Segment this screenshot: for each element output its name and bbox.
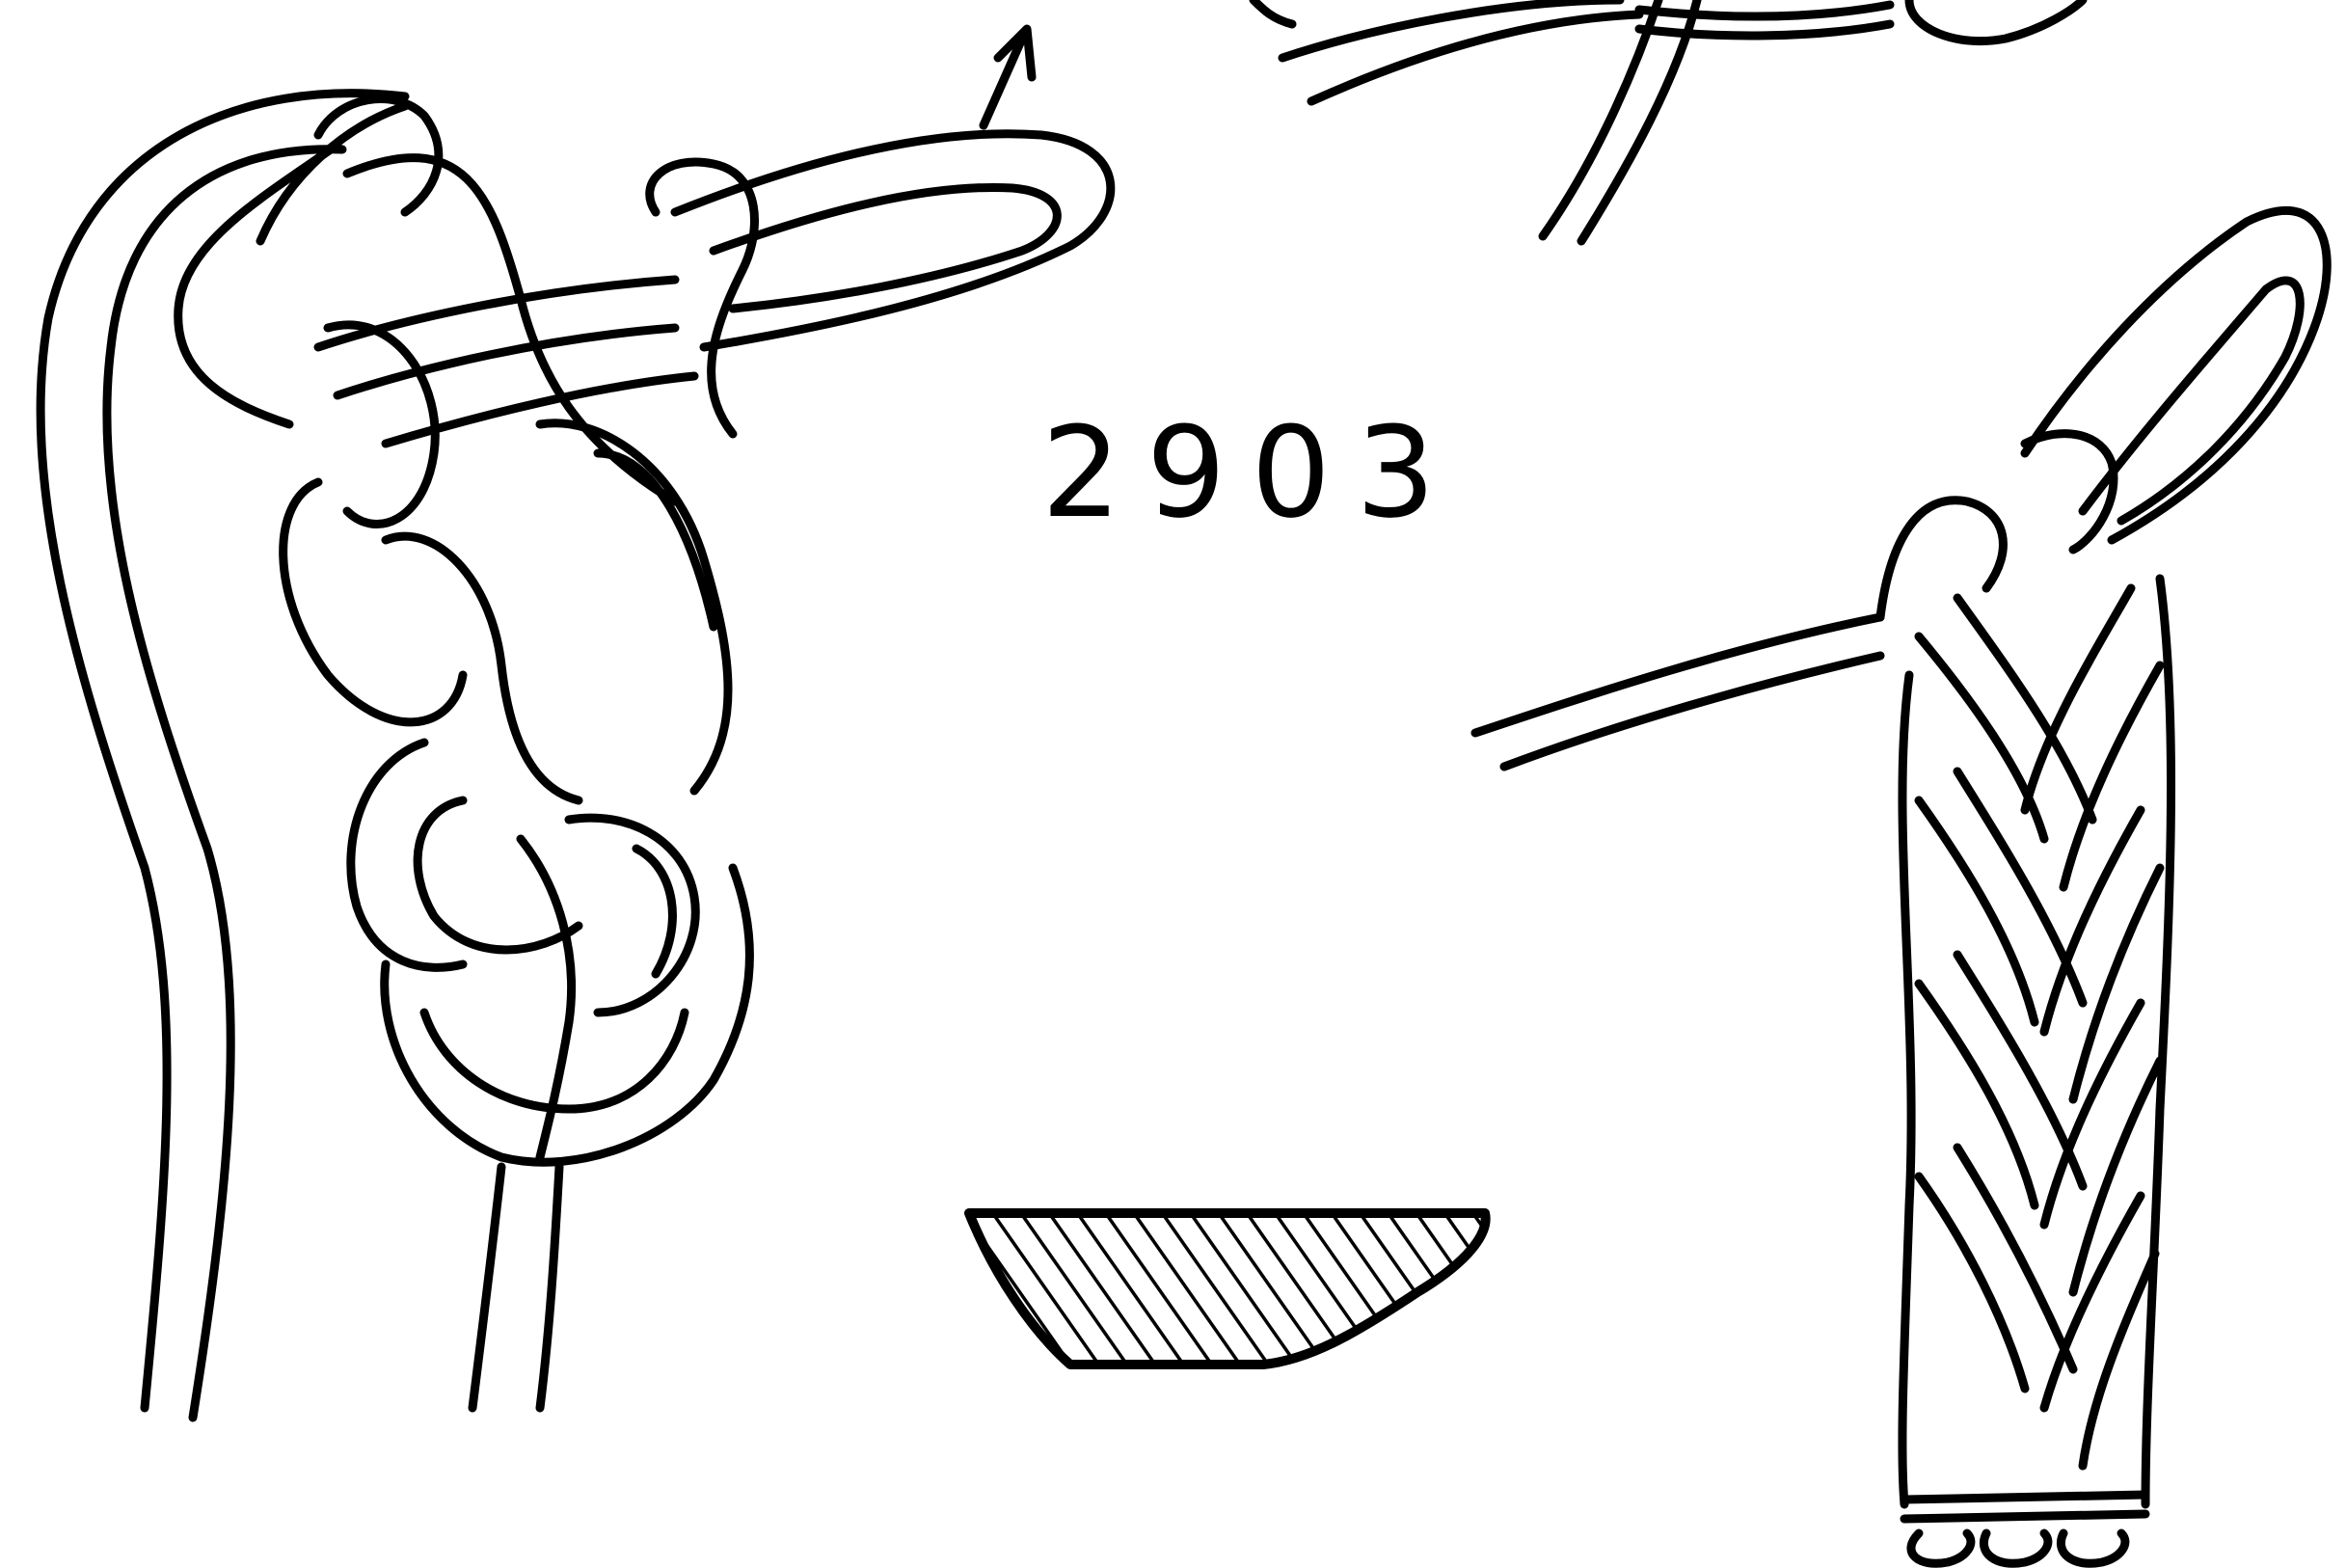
cord-crossing-drawing <box>1254 0 2083 241</box>
braided-cord-drawing <box>1475 210 2327 1563</box>
hatched-cross-section <box>969 1213 1486 1365</box>
figure-number-label: 2903 <box>1041 410 1461 535</box>
braided-knot-drawing <box>40 29 1111 1418</box>
